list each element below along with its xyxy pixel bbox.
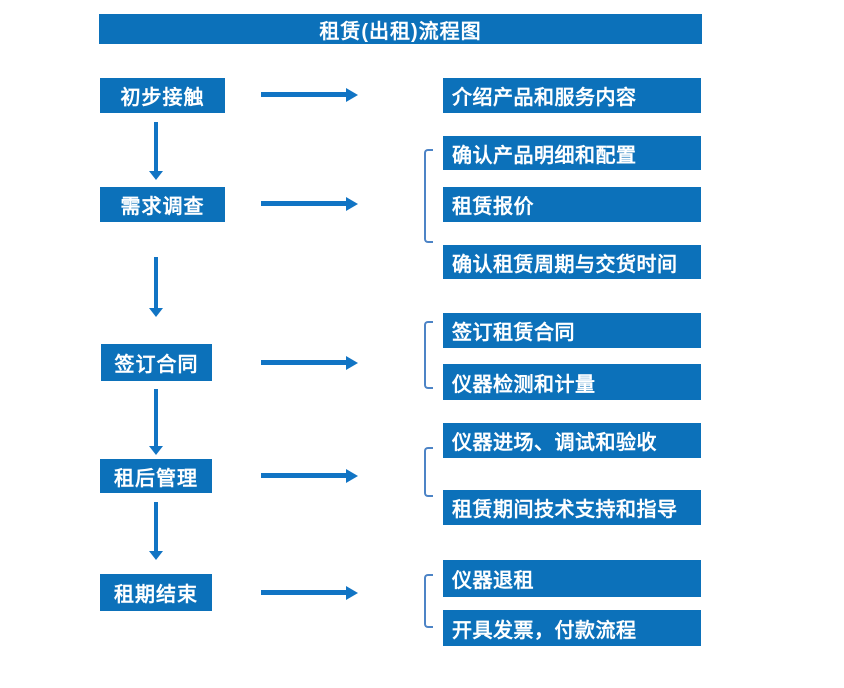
detail-tech-support: 租赁期间技术支持和指导 — [443, 490, 701, 525]
right-arrow-icon — [261, 360, 346, 365]
group-bracket — [424, 149, 433, 243]
detail-instrument-setup-acceptance: 仪器进场、调试和验收 — [443, 423, 701, 458]
detail-rental-quote: 租赁报价 — [443, 187, 701, 222]
step-sign-contract: 签订合同 — [101, 344, 212, 381]
group-bracket — [424, 321, 433, 389]
group-bracket — [424, 574, 433, 628]
right-arrow-icon — [261, 92, 346, 97]
detail-confirm-product-config: 确认产品明细和配置 — [443, 136, 701, 170]
down-arrow-icon — [154, 257, 158, 308]
down-arrow-icon — [154, 389, 158, 446]
group-bracket — [424, 447, 433, 497]
step-post-rental-management: 租后管理 — [100, 459, 212, 493]
step-initial-contact: 初步接触 — [100, 78, 225, 113]
diagram-title: 租赁(出租)流程图 — [99, 14, 702, 44]
step-demand-survey: 需求调查 — [100, 187, 225, 222]
detail-invoice-payment: 开具发票，付款流程 — [443, 610, 701, 646]
detail-introduce-products: 介绍产品和服务内容 — [443, 78, 701, 113]
right-arrow-icon — [261, 590, 346, 595]
detail-confirm-rental-period: 确认租赁周期与交货时间 — [443, 245, 701, 279]
down-arrow-icon — [154, 122, 158, 171]
right-arrow-icon — [261, 473, 346, 478]
down-arrow-icon — [154, 502, 158, 551]
detail-instrument-return: 仪器退租 — [443, 560, 701, 597]
detail-sign-rental-contract: 签订租赁合同 — [443, 313, 701, 348]
detail-instrument-testing: 仪器检测和计量 — [443, 364, 701, 400]
right-arrow-icon — [261, 201, 346, 206]
step-rental-end: 租期结束 — [100, 574, 212, 611]
